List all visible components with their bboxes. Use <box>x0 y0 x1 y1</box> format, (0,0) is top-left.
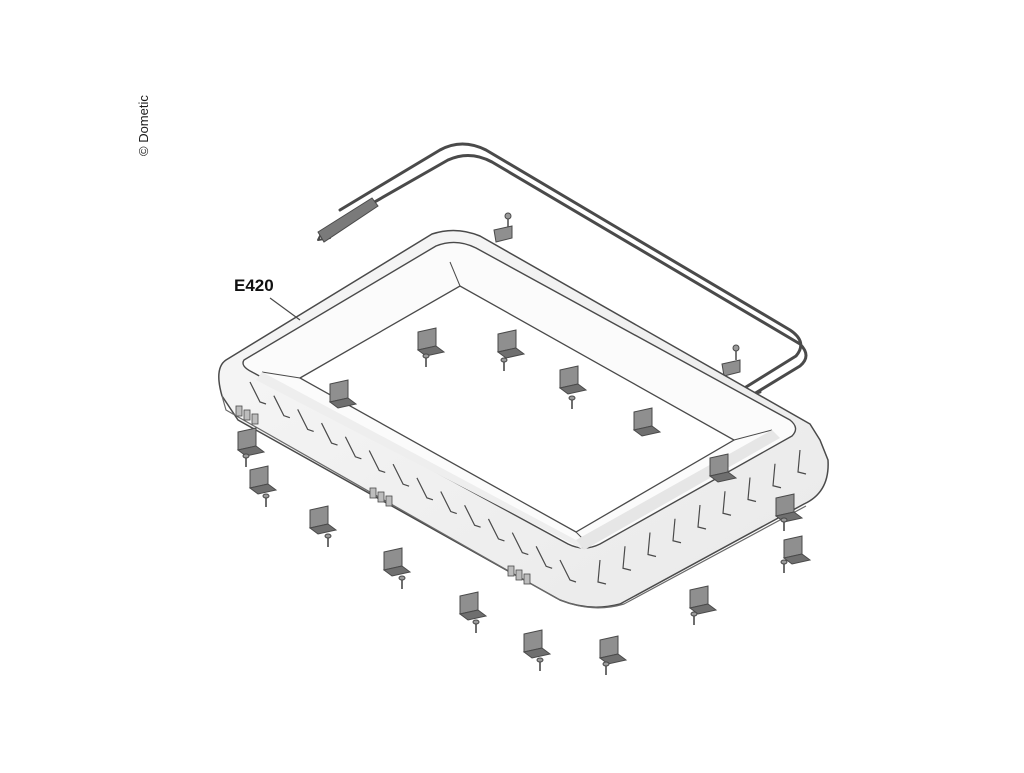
loose-parts <box>235 405 812 675</box>
screw-icon <box>500 357 508 371</box>
frame-rib <box>722 491 732 516</box>
frame-rib <box>297 409 314 432</box>
frame-rib <box>697 504 707 530</box>
hinge-blocks <box>235 405 531 585</box>
hinge-block <box>243 409 251 421</box>
screw-icon <box>568 395 576 409</box>
mounting-clip-icon <box>522 629 552 659</box>
screw-icon <box>504 212 512 228</box>
mounting-clip-icon <box>688 585 718 615</box>
mounting-clip-icon <box>328 379 358 409</box>
frame-rib <box>487 518 505 542</box>
mounting-clip-icon <box>493 225 513 243</box>
frame-e420 <box>218 229 829 609</box>
frame-rib <box>559 559 577 583</box>
frame-rib <box>344 436 362 460</box>
hinge-block <box>235 405 243 417</box>
mounting-clip-icon <box>782 535 812 565</box>
hinge-block <box>251 413 259 425</box>
mounting-clip-icon <box>416 327 446 357</box>
frame-rib <box>622 546 632 571</box>
frame-rib <box>416 477 434 501</box>
mounting-clip-icon <box>458 591 488 621</box>
frame-rib <box>647 532 657 558</box>
frame-ribs-right <box>597 449 807 585</box>
frame-rib <box>597 559 607 585</box>
frame-rib <box>747 477 757 503</box>
hinge-block <box>369 487 377 499</box>
mounting-clip-icon <box>496 329 526 359</box>
hinge-block <box>377 491 385 503</box>
screw-icon <box>732 344 740 360</box>
mounting-clip-icon <box>721 359 741 377</box>
screw-icon <box>398 575 406 589</box>
frame-rib <box>249 381 267 405</box>
copyright-text: © Dometic <box>136 95 151 156</box>
frame-ribs-left <box>249 381 577 583</box>
hinge-block <box>523 573 531 585</box>
hinge-block <box>515 569 523 581</box>
mounting-clip-icon <box>598 635 628 665</box>
screw-icon <box>690 611 698 625</box>
frame-rib <box>273 395 291 419</box>
inner-clips <box>236 327 804 523</box>
screw-icon <box>536 657 544 671</box>
frame-rib <box>672 518 682 544</box>
label-leader-line <box>269 297 301 321</box>
frame-rib <box>535 546 553 569</box>
frame-rib <box>321 422 338 446</box>
mounting-clip-icon <box>632 407 662 437</box>
frame-rib <box>772 463 782 489</box>
screw-icon <box>780 517 788 531</box>
hinge-block <box>507 565 515 577</box>
part-label-e420: E420 <box>234 276 274 295</box>
screw-icon <box>780 559 788 573</box>
frame-rib <box>511 532 529 556</box>
hinge-block <box>385 495 393 507</box>
frame-rib <box>368 450 386 474</box>
screw-icon <box>422 353 430 367</box>
screw-icon <box>242 453 250 467</box>
screw-icon <box>262 493 270 507</box>
mounting-clip-icon <box>382 547 412 577</box>
frame-rib <box>797 449 807 475</box>
mounting-clip-icon <box>248 465 278 495</box>
screw-icon <box>602 661 610 675</box>
mounting-clip-icon <box>558 365 588 395</box>
screw-icon <box>324 533 332 547</box>
screw-icon <box>472 619 480 633</box>
mounting-clip-icon <box>308 505 338 535</box>
mounting-clip-icon <box>708 453 738 483</box>
mounting-clip-icon <box>236 427 266 457</box>
frame-rib <box>440 491 457 515</box>
frame-rib <box>464 504 481 528</box>
frame-rib <box>392 463 410 487</box>
